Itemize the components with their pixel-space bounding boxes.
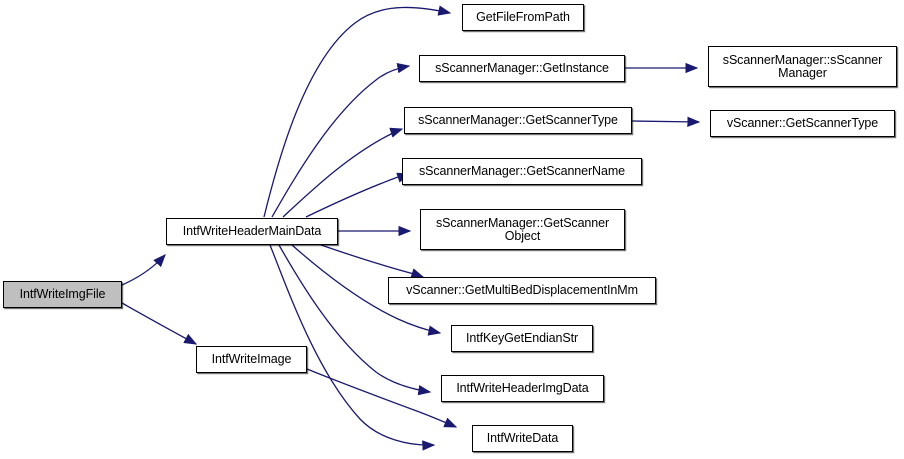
graph-node-vscanner-getscannertype[interactable]: vScanner::GetScannerType (710, 110, 895, 137)
graph-node-label: GetFileFromPath (476, 10, 570, 24)
graph-node-intfkeygetendianstr[interactable]: IntfKeyGetEndianStr (451, 325, 593, 352)
graph-node-label: IntfWriteHeaderImgData (456, 381, 589, 395)
graph-node-getfilefrompath[interactable]: GetFileFromPath (462, 4, 584, 31)
graph-node-vscanner-getmultibeddisplacementinmm[interactable]: vScanner::GetMultiBedDisplacementInMm (388, 277, 656, 304)
graph-node-sscannermanager-getinstance[interactable]: sScannerManager::GetInstance (419, 55, 625, 82)
graph-node-label: IntfWriteHeaderMainData (182, 224, 322, 238)
call-edge-intfwriteheadermaindata-to-vscanner-getmultibeddisplacementinmm (320, 244, 425, 279)
graph-node-intfwriteheadermaindata[interactable]: IntfWriteHeaderMainData (166, 218, 338, 245)
graph-node-intfwriteimage[interactable]: IntfWriteImage (196, 346, 307, 373)
graph-node-label: IntfWriteData (486, 431, 559, 445)
graph-node-label: sScannerManager::GetScannerType (418, 113, 618, 127)
call-edge-sscannermanager-getscannertype-to-vscanner-getscannertype (631, 116, 701, 128)
call-edge-intfwriteimage-to-intfwritedata (306, 368, 458, 428)
graph-node-label: sScannerManager::GetScannerName (418, 164, 626, 178)
call-edge-intfwriteheadermaindata-to-sscannermanager-getscannertype (282, 127, 404, 218)
graph-node-intfwriteheaderimgdata[interactable]: IntfWriteHeaderImgData (441, 375, 604, 402)
graph-node-label: sScannerManager::GetInstance (435, 61, 609, 75)
call-edge-intfwriteimgfile-to-intfwriteimage (121, 302, 198, 345)
graph-node-label: sScannerManager::GetScanner Object (435, 215, 610, 243)
graph-node-sscannermanager-getscannertype[interactable]: sScannerManager::GetScannerType (404, 107, 632, 134)
graph-node-label: sScannerManager::sScanner Manager (722, 52, 883, 80)
call-edge-intfwriteheadermaindata-to-sscannermanager-getscannername (305, 172, 411, 218)
graph-node-sscannermanager-sscannermanager[interactable]: sScannerManager::sScanner Manager (708, 46, 897, 87)
graph-node-intfwritedata[interactable]: IntfWriteData (472, 425, 573, 452)
graph-node-label: IntfWriteImgFile (19, 287, 106, 301)
call-edge-intfwriteimgfile-to-intfwriteheadermaindata (121, 254, 166, 286)
graph-node-label: IntfKeyGetEndianStr (465, 331, 579, 345)
graph-node-label: vScanner::GetScannerType (726, 116, 879, 130)
graph-node-label: vScanner::GetMultiBedDisplacementInMm (406, 283, 638, 297)
graph-node-intfwriteimgfile[interactable]: IntfWriteImgFile (3, 281, 122, 308)
graph-node-sscannermanager-getscannerobject[interactable]: sScannerManager::GetScanner Object (420, 209, 625, 250)
graph-node-sscannermanager-getscannername[interactable]: sScannerManager::GetScannerName (402, 158, 642, 185)
graph-node-label: IntfWriteImage (211, 352, 292, 366)
call-edge-intfwriteheadermaindata-to-sscannermanager-getinstance (271, 62, 411, 218)
